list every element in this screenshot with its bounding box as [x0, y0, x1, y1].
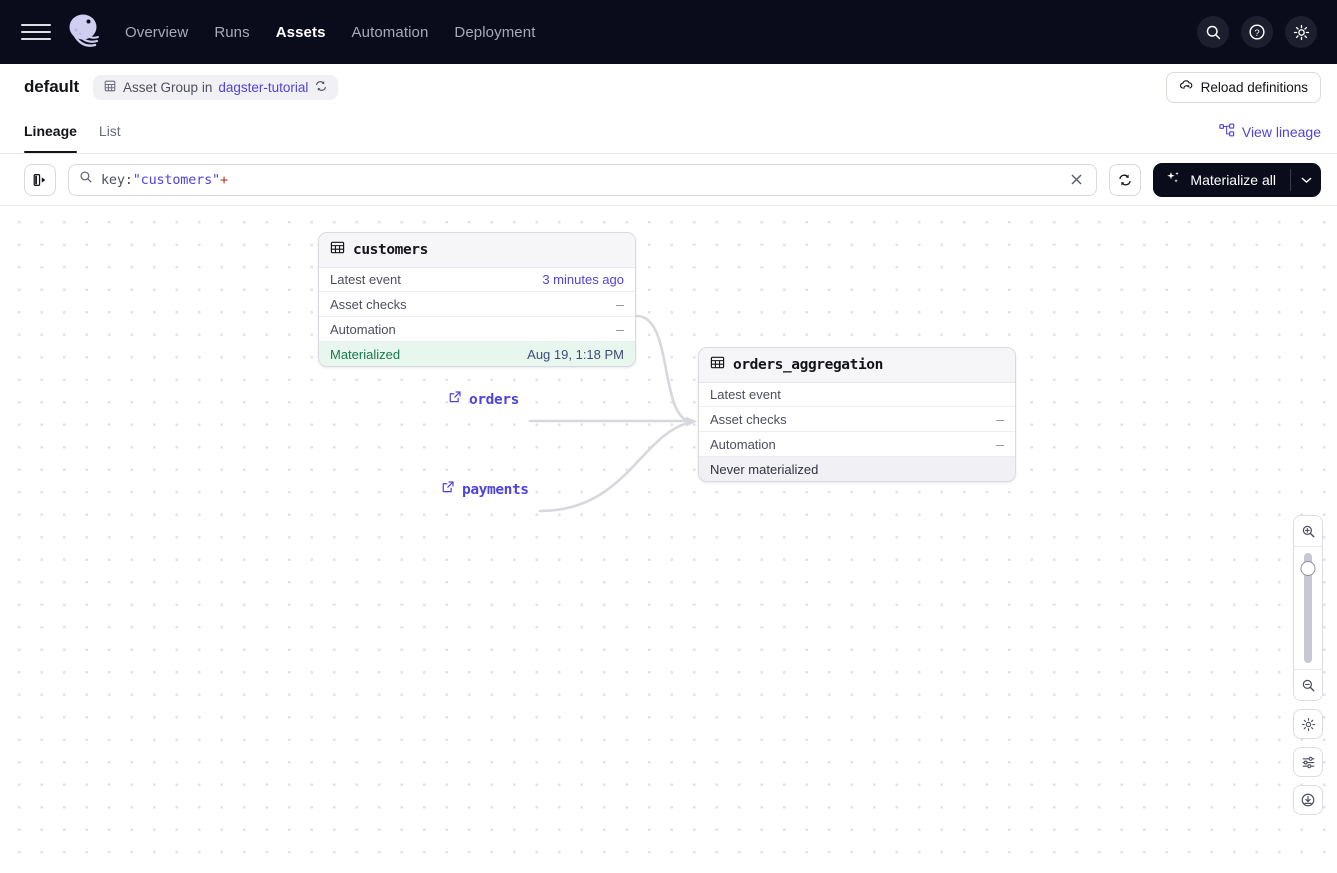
query-token-key: key: — [101, 172, 133, 188]
zoom-out-icon[interactable] — [1293, 670, 1323, 700]
zoom-controls — [1293, 515, 1323, 815]
fit-to-screen-icon[interactable] — [1293, 785, 1323, 815]
asset-row-label: Asset checks — [330, 297, 407, 312]
external-link-icon — [441, 480, 455, 499]
asset-node-name: customers — [353, 242, 428, 258]
asset-row-latest-event: Latest event — [699, 383, 1015, 407]
view-lineage-label: View lineage — [1242, 124, 1321, 140]
dagster-logo[interactable] — [63, 11, 105, 53]
asset-row-latest-event: Latest event 3 minutes ago — [319, 268, 635, 292]
asset-group-pill[interactable]: Asset Group in dagster-tutorial — [93, 75, 338, 100]
edge-payments-to-orders-aggregation — [540, 423, 688, 511]
edge-arrowhead — [686, 417, 697, 427]
graph-edges — [0, 206, 1337, 853]
query-token-value: "customers" — [133, 172, 220, 188]
nav-link-deployment[interactable]: Deployment — [454, 24, 535, 41]
asset-row-label: Automation — [330, 322, 396, 337]
graph-toolbar: key:"customers"+ — [0, 154, 1337, 206]
reload-definitions-label: Reload definitions — [1201, 80, 1308, 95]
asset-row-value: – — [616, 296, 624, 312]
refresh-icon[interactable] — [1109, 164, 1141, 196]
zoom-slider[interactable] — [1293, 547, 1323, 669]
graph-settings-gear-icon[interactable] — [1293, 709, 1323, 739]
asset-row-value[interactable]: Aug 19, 1:18 PM — [527, 347, 624, 362]
asset-group-icon — [103, 79, 117, 96]
asset-row-label: Asset checks — [710, 412, 787, 427]
panel-expand-icon[interactable] — [24, 164, 56, 196]
zoom-slider-group — [1293, 515, 1323, 701]
external-asset-payments[interactable]: payments — [441, 480, 529, 499]
breadcrumb-bar: default Asset Group in dagster-tutorial — [0, 64, 1337, 110]
tab-list[interactable]: List — [99, 110, 121, 153]
view-lineage-link[interactable]: View lineage — [1219, 123, 1321, 153]
materialize-all-main[interactable]: Materialize all — [1153, 163, 1290, 197]
nav-link-automation[interactable]: Automation — [352, 24, 429, 41]
edge-customers-to-orders-aggregation — [637, 316, 688, 421]
asset-node-customers[interactable]: customers Latest event 3 minutes ago Ass… — [318, 232, 636, 367]
asset-row-value[interactable]: 3 minutes ago — [542, 272, 624, 287]
reload-icon[interactable] — [314, 79, 328, 96]
nav-link-assets[interactable]: Assets — [276, 24, 326, 41]
tab-lineage[interactable]: Lineage — [24, 110, 77, 153]
reload-cloud-icon — [1179, 78, 1194, 96]
materialize-all-button[interactable]: Materialize all — [1153, 163, 1321, 197]
top-navigation-bar: Overview Runs Assets Automation Deployme… — [0, 0, 1337, 64]
asset-row-never-materialized: Never materialized — [699, 457, 1015, 481]
close-icon[interactable] — [1066, 170, 1086, 190]
search-input[interactable]: key:"customers"+ — [68, 164, 1097, 196]
external-link-icon — [448, 390, 462, 409]
asset-row-value: – — [996, 436, 1004, 452]
graph-filters-sliders-icon[interactable] — [1293, 747, 1323, 777]
asset-row-asset-checks: Asset checks – — [319, 292, 635, 317]
gear-icon[interactable] — [1285, 16, 1317, 48]
lineage-graph-icon — [1219, 123, 1235, 141]
asset-row-asset-checks: Asset checks – — [699, 407, 1015, 432]
asset-row-label: Latest event — [710, 387, 781, 402]
help-icon[interactable]: ? — [1241, 16, 1273, 48]
asset-group-prefix: Asset Group in — [123, 80, 212, 95]
external-asset-name: payments — [462, 482, 529, 498]
asset-row-automation: Automation – — [699, 432, 1015, 457]
asset-row-value: – — [616, 321, 624, 337]
lineage-canvas[interactable]: customers Latest event 3 minutes ago Ass… — [0, 206, 1337, 873]
nav-actions: ? — [1197, 16, 1321, 48]
asset-node-header[interactable]: customers — [319, 233, 635, 268]
nav-link-overview[interactable]: Overview — [125, 24, 188, 41]
search-query-text: key:"customers"+ — [101, 172, 228, 188]
nav-links: Overview Runs Assets Automation Deployme… — [125, 24, 535, 41]
nav-link-runs[interactable]: Runs — [214, 24, 249, 41]
zoom-slider-handle[interactable] — [1301, 561, 1316, 576]
asset-row-label: Materialized — [330, 347, 400, 362]
materialize-all-label: Materialize all — [1190, 172, 1276, 188]
page-title: default — [24, 77, 79, 97]
reload-definitions-button[interactable]: Reload definitions — [1166, 72, 1321, 103]
query-token-operator: + — [220, 172, 228, 188]
table-icon — [710, 355, 725, 375]
external-asset-orders[interactable]: orders — [448, 390, 519, 409]
sparkles-icon — [1166, 170, 1182, 189]
search-icon[interactable] — [1197, 16, 1229, 48]
chevron-down-icon[interactable] — [1291, 163, 1321, 197]
asset-row-automation: Automation – — [319, 317, 635, 342]
hamburger-icon[interactable] — [21, 17, 51, 47]
code-location-link[interactable]: dagster-tutorial — [218, 80, 308, 95]
asset-node-header[interactable]: orders_aggregation — [699, 348, 1015, 383]
tab-bar: Lineage List View lineage — [0, 110, 1337, 154]
asset-row-value: – — [996, 411, 1004, 427]
asset-row-label: Automation — [710, 437, 776, 452]
zoom-in-icon[interactable] — [1293, 516, 1323, 546]
asset-node-name: orders_aggregation — [733, 357, 883, 373]
svg-text:?: ? — [1254, 28, 1259, 39]
table-icon — [330, 240, 345, 260]
search-icon — [79, 170, 93, 189]
external-asset-name: orders — [469, 392, 519, 408]
asset-row-label: Latest event — [330, 272, 401, 287]
asset-node-orders-aggregation[interactable]: orders_aggregation Latest event Asset ch… — [698, 347, 1016, 482]
asset-row-materialized: Materialized Aug 19, 1:18 PM — [319, 342, 635, 366]
tabs: Lineage List — [24, 110, 121, 153]
asset-row-label: Never materialized — [710, 462, 818, 477]
